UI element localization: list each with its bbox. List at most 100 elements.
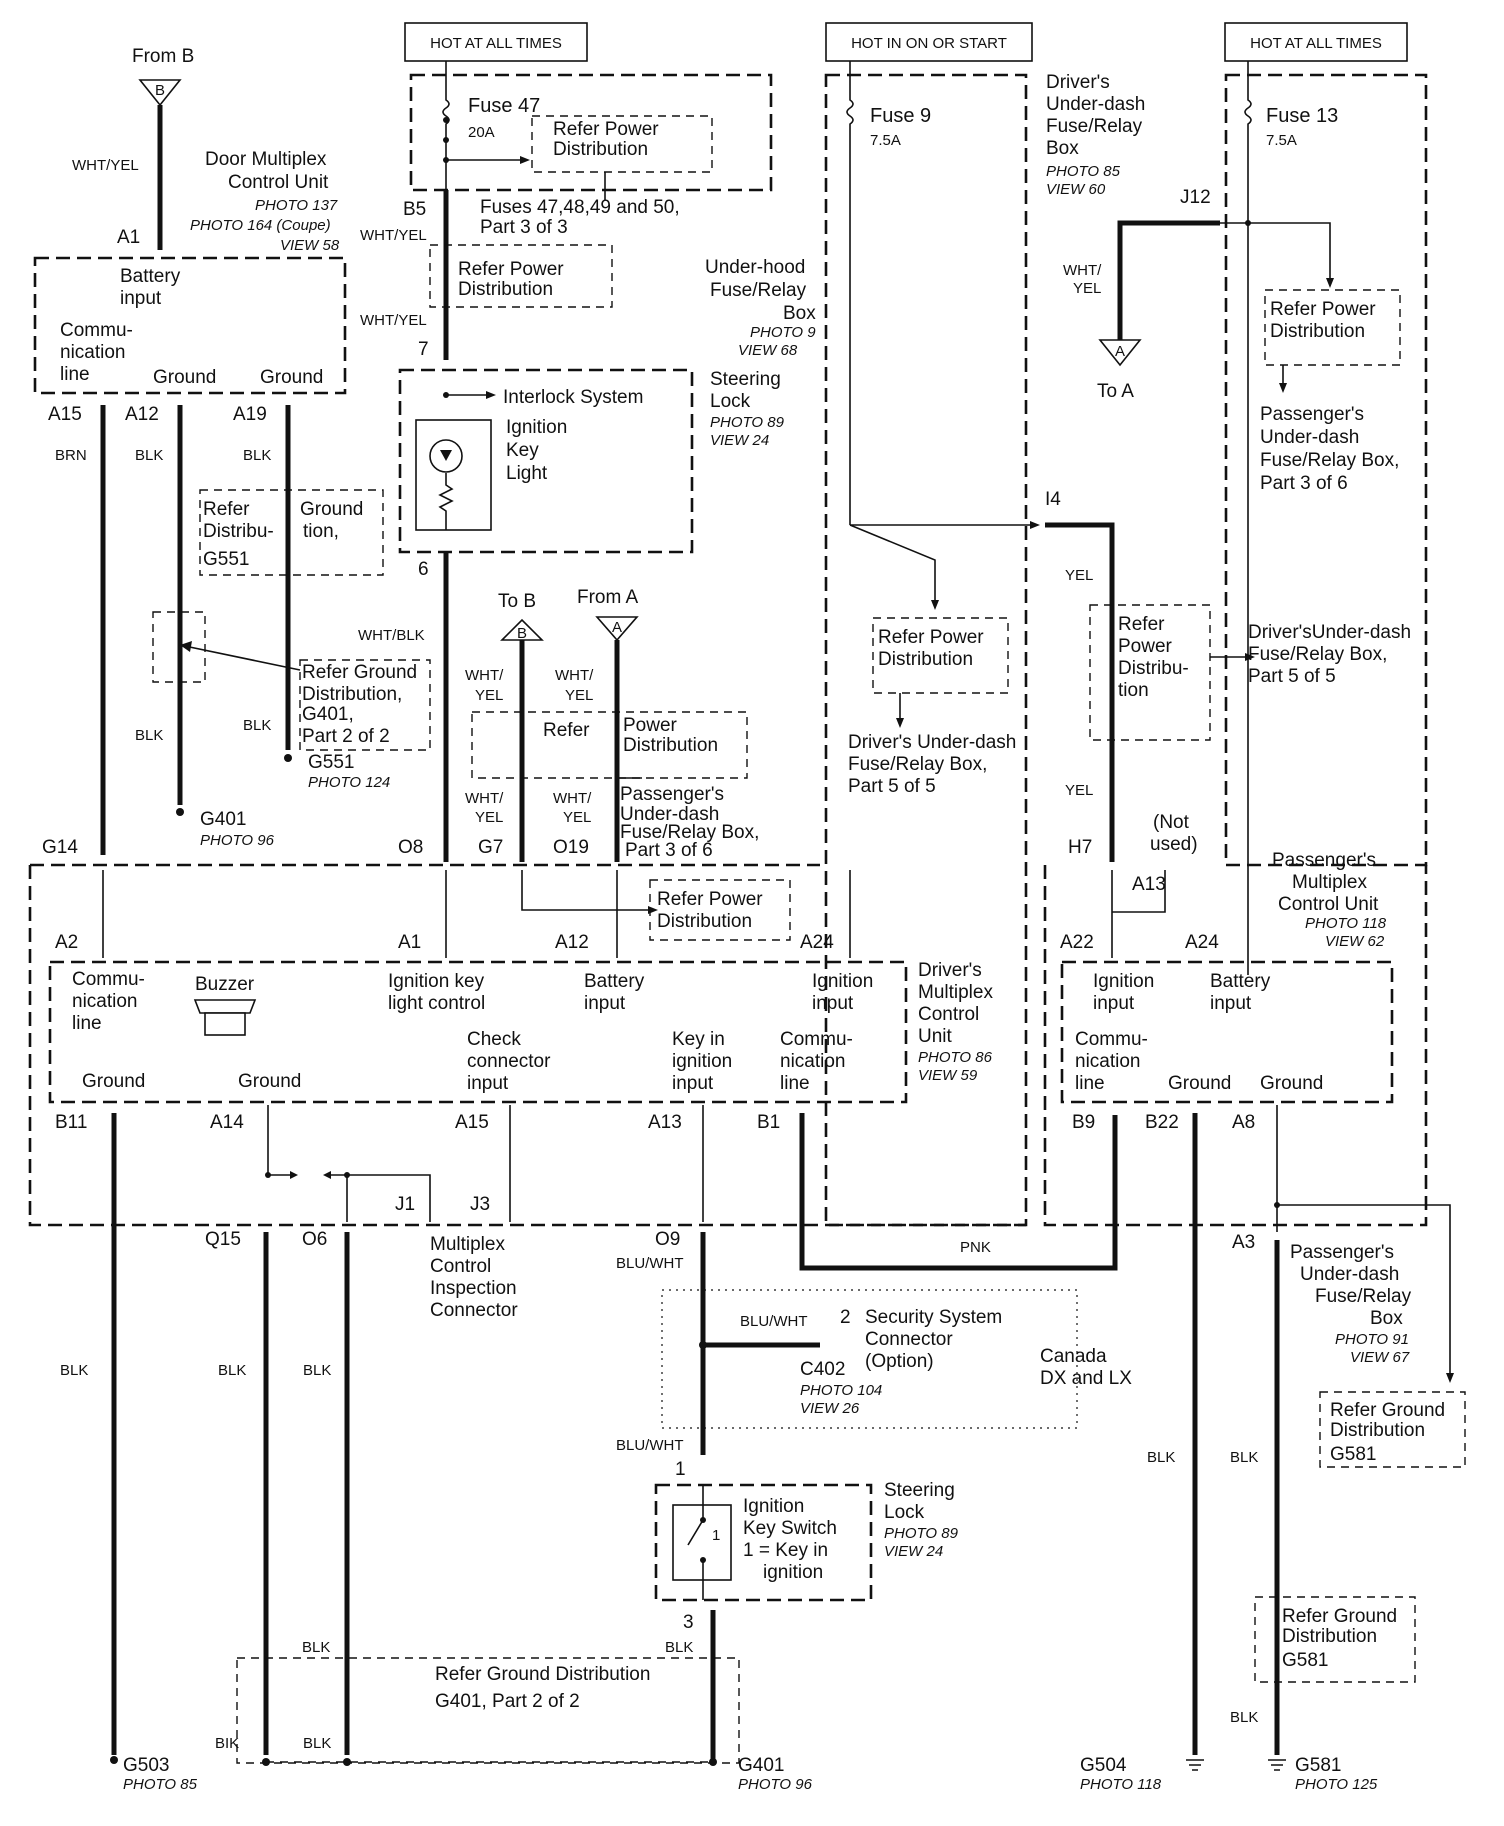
svg-text:Q15: Q15 (205, 1229, 241, 1250)
svg-text:Distribution: Distribution (553, 139, 648, 160)
svg-text:PHOTO 104: PHOTO 104 (800, 1382, 882, 1399)
svg-text:line: line (780, 1073, 810, 1094)
svg-text:G503: G503 (123, 1755, 169, 1776)
ground-g401-symbol (176, 808, 184, 816)
passengers-multiplex-control-unit: Ignition input Battery input Commu- nica… (1060, 960, 1394, 1104)
svg-text:HOT AT ALL TIMES: HOT AT ALL TIMES (430, 35, 562, 52)
svg-text:G551: G551 (308, 752, 354, 773)
svg-text:J1: J1 (395, 1194, 415, 1215)
svg-text:7.5A: 7.5A (870, 132, 901, 149)
svg-text:Fuse 9: Fuse 9 (870, 105, 931, 127)
svg-text:Refer Power: Refer Power (657, 889, 763, 910)
refer-power-distribution-center: Refer Power Distribution (471, 711, 748, 779)
svg-text:ignition: ignition (763, 1562, 823, 1583)
steering-lock-interlock: Interlock System Ignition Key Light Stee… (398, 368, 785, 554)
ground-g581-symbol (1268, 1759, 1286, 1771)
svg-text:Commu-: Commu- (780, 1029, 853, 1050)
svg-text:Part 3 of 6: Part 3 of 6 (625, 840, 713, 861)
svg-text:Multiplex: Multiplex (430, 1234, 505, 1255)
svg-text:Refer Ground: Refer Ground (1282, 1606, 1397, 1627)
svg-text:Refer: Refer (543, 720, 590, 741)
svg-text:Distribution,: Distribution, (302, 684, 402, 705)
svg-text:G401,: G401, (302, 704, 354, 725)
svg-text:BLK: BLK (1230, 1709, 1258, 1726)
svg-text:WHT/BLK: WHT/BLK (358, 627, 425, 644)
svg-text:B: B (517, 625, 527, 642)
ground-g551-symbol (284, 754, 292, 762)
svg-text:line: line (60, 364, 90, 385)
svg-text:Power: Power (1118, 636, 1173, 657)
svg-text:Check: Check (467, 1029, 521, 1050)
svg-text:1: 1 (675, 1459, 686, 1480)
svg-text:VIEW 58: VIEW 58 (280, 237, 340, 254)
svg-text:B1: B1 (757, 1112, 780, 1133)
svg-text:VIEW 24: VIEW 24 (710, 432, 769, 449)
svg-text:Part 3 of 3: Part 3 of 3 (480, 217, 568, 238)
connector-from-b: From B B (132, 46, 194, 107)
svg-text:YEL: YEL (565, 687, 593, 704)
svg-text:Passenger's: Passenger's (1272, 850, 1376, 871)
svg-text:Box: Box (1370, 1308, 1403, 1329)
svg-text:Multiplex: Multiplex (918, 982, 993, 1003)
svg-text:Refer: Refer (1118, 614, 1165, 635)
svg-text:Buzzer: Buzzer (195, 974, 255, 995)
refer-ground-g551: Refer Ground Distribu- tion, G551 (199, 489, 384, 576)
svg-text:YEL: YEL (563, 809, 591, 826)
svg-text:PHOTO 89: PHOTO 89 (710, 414, 785, 431)
header-hot-at-all-times-2: HOT AT ALL TIMES (1224, 22, 1408, 62)
svg-text:WHT/YEL: WHT/YEL (72, 157, 139, 174)
svg-text:Commu-: Commu- (72, 969, 145, 990)
fuse-13-box: Fuse 13 7.5A (1224, 73, 1428, 975)
svg-text:Fuse/Relay Box,: Fuse/Relay Box, (1248, 644, 1387, 665)
svg-text:B9: B9 (1072, 1112, 1095, 1133)
svg-text:input: input (120, 288, 162, 309)
svg-text:Refer Power: Refer Power (878, 627, 984, 648)
svg-text:BLK: BLK (243, 717, 271, 734)
svg-text:Key in: Key in (672, 1029, 725, 1050)
svg-text:HOT AT ALL TIMES: HOT AT ALL TIMES (1250, 35, 1382, 52)
svg-text:BLU/WHT: BLU/WHT (740, 1313, 808, 1330)
svg-text:B: B (155, 82, 165, 99)
svg-text:WHT/YEL: WHT/YEL (360, 312, 427, 329)
svg-text:Canada: Canada (1040, 1346, 1107, 1367)
svg-text:Box: Box (1046, 138, 1079, 159)
svg-text:A2: A2 (55, 932, 78, 953)
svg-text:Inspection: Inspection (430, 1278, 517, 1299)
svg-text:Distribution: Distribution (623, 735, 718, 756)
svg-text:light control: light control (388, 993, 485, 1014)
svg-text:O6: O6 (302, 1229, 327, 1250)
svg-text:Refer Ground Distribution: Refer Ground Distribution (435, 1664, 650, 1685)
svg-text:A8: A8 (1232, 1112, 1255, 1133)
svg-text:Ignition: Ignition (743, 1496, 804, 1517)
svg-text:A13: A13 (648, 1112, 682, 1133)
svg-text:VIEW 60: VIEW 60 (1046, 181, 1106, 198)
svg-text:2: 2 (840, 1307, 851, 1328)
buzzer-icon (193, 999, 257, 1014)
svg-text:nication: nication (780, 1051, 846, 1072)
svg-text:Ground: Ground (300, 499, 363, 520)
svg-text:Distribution: Distribution (1330, 1420, 1425, 1441)
svg-text:YEL: YEL (475, 809, 503, 826)
svg-text:input: input (812, 993, 854, 1014)
svg-text:Refer Power: Refer Power (458, 259, 564, 280)
svg-text:BLK: BLK (218, 1362, 246, 1379)
svg-text:BLK: BLK (60, 1362, 88, 1379)
svg-text:Refer Power: Refer Power (553, 119, 659, 140)
svg-text:line: line (72, 1013, 102, 1034)
svg-text:A12: A12 (555, 932, 589, 953)
svg-text:Refer Ground: Refer Ground (302, 662, 417, 683)
svg-text:Refer: Refer (203, 499, 250, 520)
header-hot-in-on-or-start: HOT IN ON OR START (825, 22, 1033, 62)
svg-text:To B: To B (498, 591, 536, 612)
svg-text:Fuse/Relay Box,: Fuse/Relay Box, (848, 754, 987, 775)
svg-text:input: input (672, 1073, 714, 1094)
svg-text:BLK: BLK (1147, 1449, 1175, 1466)
steering-lock-ignition-switch: 1 Ignition Key Switch 1 = Key in ignitio… (654, 1480, 959, 1602)
svg-text:PHOTO 137: PHOTO 137 (255, 197, 338, 214)
svg-text:Security System: Security System (865, 1307, 1002, 1328)
svg-text:Unit: Unit (918, 1026, 953, 1047)
svg-text:BLK: BLK (303, 1735, 331, 1752)
svg-text:BIK: BIK (215, 1735, 239, 1752)
